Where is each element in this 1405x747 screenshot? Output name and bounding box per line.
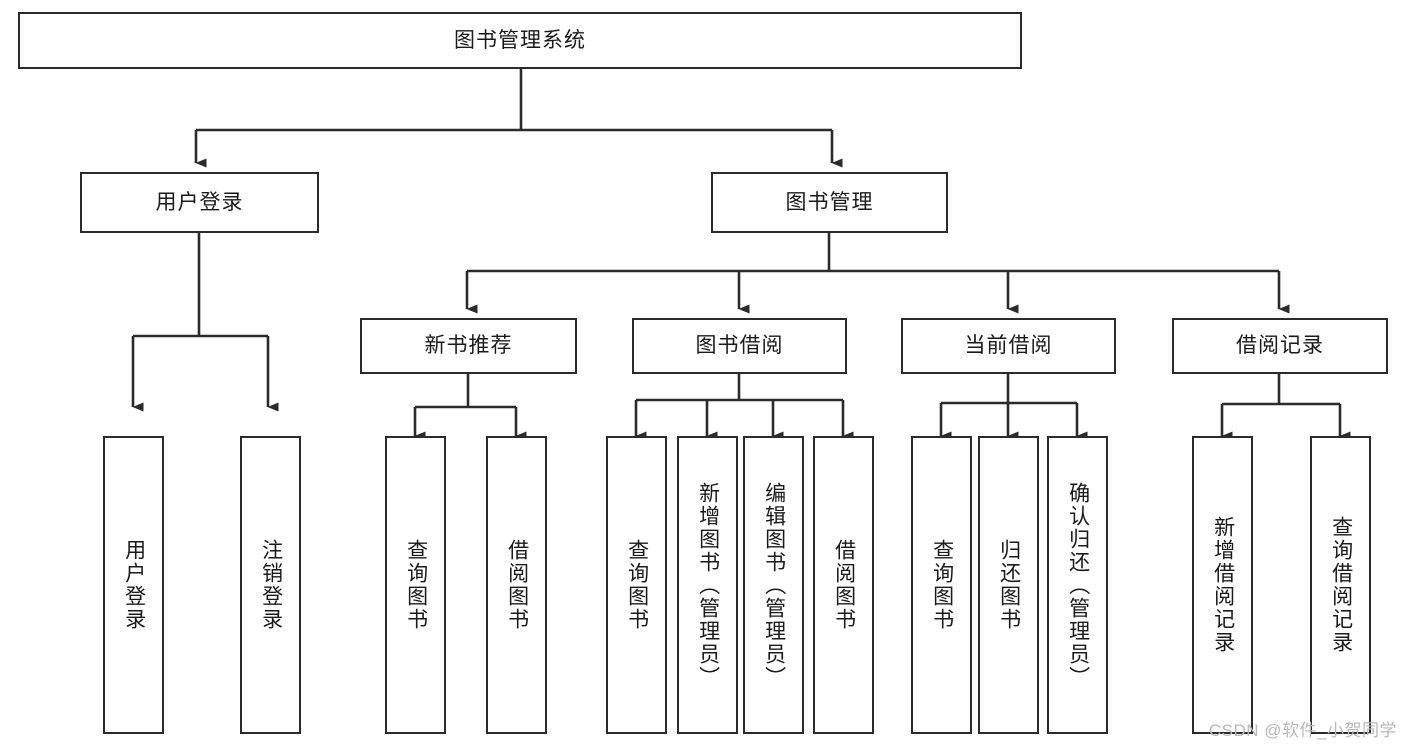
leaf-book-borrow-add[interactable]: 新增图书（管理员） — [677, 436, 738, 734]
node-root-system[interactable]: 图书管理系统 — [18, 12, 1022, 69]
leaf-book-borrow-query-label: 查询图书 — [625, 539, 649, 631]
leaf-book-borrow-edit[interactable]: 编辑图书（管理员） — [743, 436, 804, 734]
node-user-login-label: 用户登录 — [155, 190, 244, 214]
leaf-borrow-record-query-label: 查询借阅记录 — [1329, 516, 1353, 654]
leaf-user-login-login-label: 用户登录 — [122, 539, 146, 631]
leaf-book-borrow-query[interactable]: 查询图书 — [606, 436, 667, 734]
leaf-current-borrow-query-label: 查询图书 — [930, 539, 954, 631]
node-user-login[interactable]: 用户登录 — [80, 172, 319, 233]
leaf-new-book-borrow[interactable]: 借阅图书 — [486, 436, 547, 734]
leaf-borrow-record-query[interactable]: 查询借阅记录 — [1310, 436, 1371, 734]
leaf-user-login-logout[interactable]: 注销登录 — [240, 436, 301, 734]
watermark-text: CSDN @软件_小贺同学 — [1208, 721, 1397, 740]
node-book-borrow-label: 图书借阅 — [695, 334, 784, 358]
leaf-current-borrow-confirm[interactable]: 确认归还（管理员） — [1047, 436, 1108, 734]
node-root-system-label: 图书管理系统 — [454, 28, 586, 52]
leaf-user-login-logout-label: 注销登录 — [259, 539, 283, 631]
leaf-book-borrow-edit-label: 编辑图书（管理员） — [762, 481, 786, 689]
node-new-book-recommend[interactable]: 新书推荐 — [360, 318, 577, 374]
leaf-new-book-borrow-label: 借阅图书 — [505, 539, 529, 631]
leaf-new-book-query-label: 查询图书 — [404, 539, 428, 631]
leaf-current-borrow-return[interactable]: 归还图书 — [978, 436, 1039, 734]
leaf-book-borrow-borrow-label: 借阅图书 — [832, 539, 856, 631]
leaf-current-borrow-confirm-label: 确认归还（管理员） — [1066, 481, 1090, 689]
node-new-book-recommend-label: 新书推荐 — [424, 334, 513, 358]
node-borrow-record[interactable]: 借阅记录 — [1172, 318, 1388, 374]
leaf-current-borrow-return-label: 归还图书 — [997, 539, 1021, 631]
node-borrow-record-label: 借阅记录 — [1236, 334, 1324, 358]
leaf-borrow-record-add-label: 新增借阅记录 — [1211, 516, 1235, 654]
node-current-borrow-label: 当前借阅 — [964, 334, 1053, 358]
leaf-borrow-record-add[interactable]: 新增借阅记录 — [1192, 436, 1253, 734]
node-current-borrow[interactable]: 当前借阅 — [901, 318, 1116, 374]
leaf-book-borrow-borrow[interactable]: 借阅图书 — [813, 436, 874, 734]
node-book-management[interactable]: 图书管理 — [711, 172, 948, 233]
leaf-book-borrow-add-label: 新增图书（管理员） — [696, 481, 720, 689]
leaf-new-book-query[interactable]: 查询图书 — [385, 436, 446, 734]
leaf-user-login-login[interactable]: 用户登录 — [103, 436, 164, 734]
node-book-management-label: 图书管理 — [785, 190, 874, 214]
leaf-current-borrow-query[interactable]: 查询图书 — [911, 436, 972, 734]
node-book-borrow[interactable]: 图书借阅 — [632, 318, 847, 374]
